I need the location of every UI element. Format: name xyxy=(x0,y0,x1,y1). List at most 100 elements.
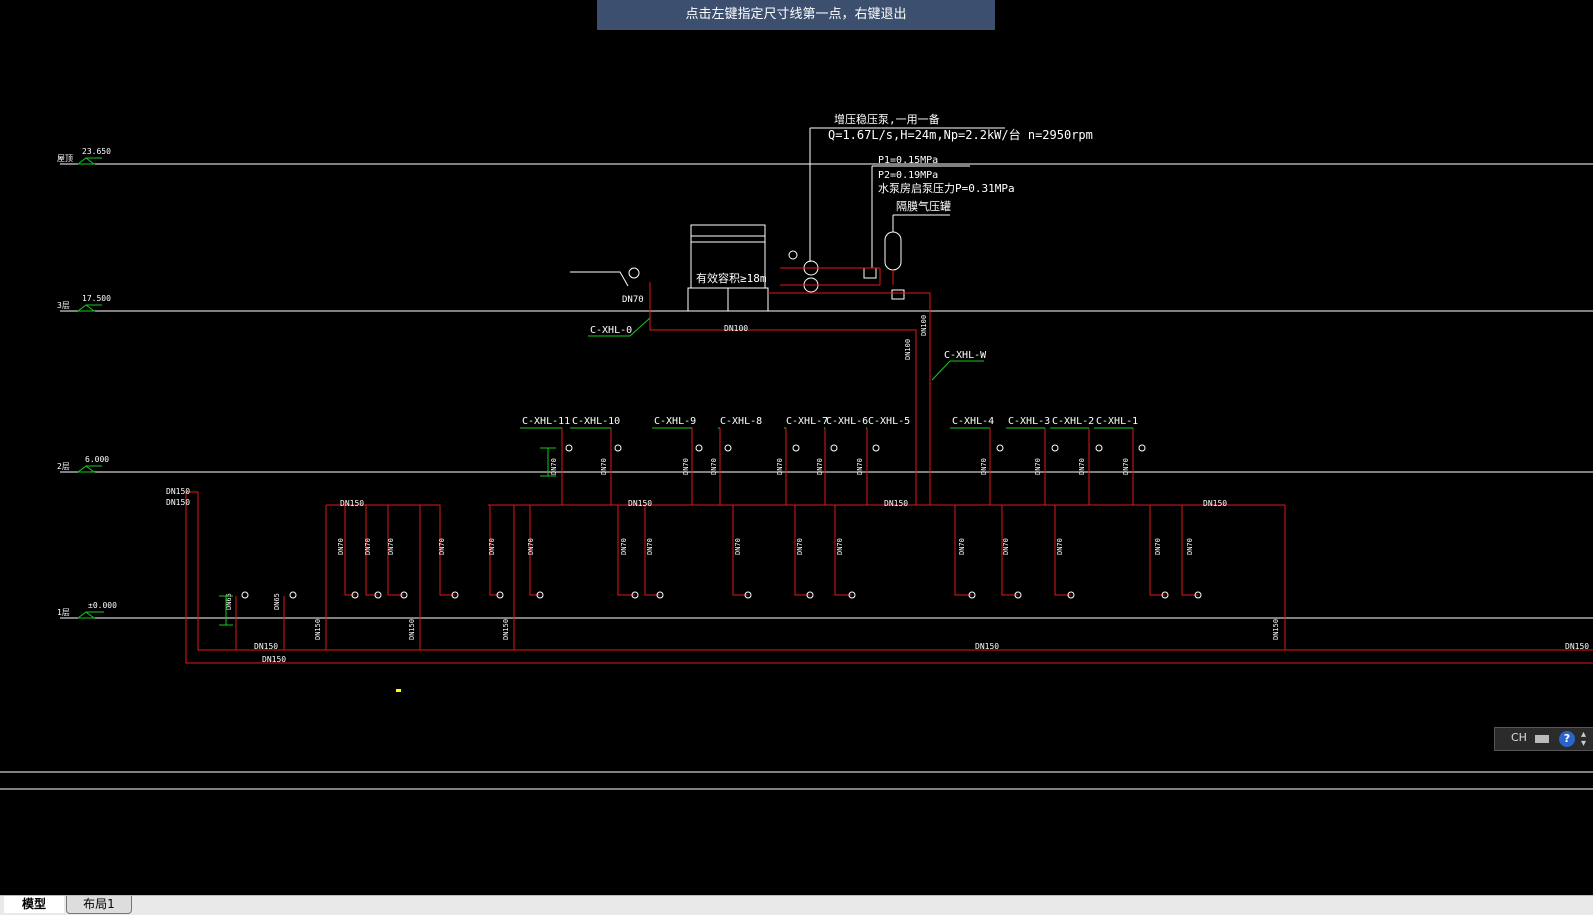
help-icon[interactable]: ? xyxy=(1559,731,1575,747)
hydrant-icon xyxy=(806,591,814,599)
pipe-size-label: DN150 xyxy=(408,619,416,640)
riser-label: C-XHL-9 xyxy=(654,416,696,427)
hydrant-icon xyxy=(1051,444,1059,452)
water-tank-volume: 有效容积≥18m xyxy=(696,271,767,285)
riser-label: C-XHL-10 xyxy=(572,416,620,427)
cad-drawing[interactable]: 屋顶 23.650 3层 17.500 2层 6.000 1层 ±0.000 增… xyxy=(0,0,1593,895)
hydrant-icon xyxy=(996,444,1004,452)
dn150-mid-label: DN150 xyxy=(628,499,652,508)
language-indicator[interactable]: CH xyxy=(1511,731,1527,744)
pipe-size-label: DN150 xyxy=(314,619,322,640)
pipe-size-label: DN70 xyxy=(438,538,446,555)
hydrant-icon xyxy=(631,591,639,599)
hydrant-icon xyxy=(1067,591,1075,599)
floor-elev-2: 6.000 xyxy=(85,455,109,464)
hydrant-icon xyxy=(830,444,838,452)
hydrant-icon xyxy=(1194,591,1202,599)
hydrant-icon xyxy=(744,591,752,599)
pressure-p1: P1=0.15MPa xyxy=(878,155,938,166)
hydrant-icon xyxy=(374,591,382,599)
pipe-size-label: DN70 xyxy=(682,458,690,475)
command-prompt: 点击左键指定尺寸线第一点，右键退出 xyxy=(597,0,995,30)
tab-layout1[interactable]: 布局1 xyxy=(66,896,132,914)
hydrant-icon xyxy=(351,591,359,599)
cursor-marker xyxy=(396,689,401,692)
dn150-bottom-4: DN150 xyxy=(1565,642,1589,651)
floor-name-1: 1层 xyxy=(57,608,70,617)
hydrant-icon xyxy=(496,591,504,599)
riser-label: C-XHL-1 xyxy=(1096,416,1138,427)
keyboard-icon[interactable] xyxy=(1535,735,1549,743)
pipe-network xyxy=(185,267,1593,664)
pipe-size-label: DN150 xyxy=(1272,619,1280,640)
dn150-left-label: DN150 xyxy=(340,499,364,508)
pipe-size-label: DN70 xyxy=(527,538,535,555)
floor-name-2: 2层 xyxy=(57,462,70,471)
pump-group xyxy=(628,250,905,300)
riser-label: C-XHL-8 xyxy=(720,416,762,427)
pipe-size-label: DN70 xyxy=(710,458,718,475)
hydrant-icon xyxy=(1138,444,1146,452)
floor-elev-3: 17.500 xyxy=(82,294,111,303)
pressure-p2: P2=0.19MPa xyxy=(878,170,938,181)
pipe-size-label: DN65 xyxy=(273,593,281,610)
pipe-size-label: DN70 xyxy=(1002,538,1010,555)
floor-elev-1: ±0.000 xyxy=(88,601,117,610)
c-xhl-w-label: C-XHL-W xyxy=(944,350,987,361)
pipe-size-label: DN70 xyxy=(816,458,824,475)
pipe-size-label: DN100 xyxy=(920,315,928,336)
pipe-size-label: DN70 xyxy=(856,458,864,475)
hydrant-icon xyxy=(792,444,800,452)
dn70-tank-label: DN70 xyxy=(622,295,644,305)
hydrant-icon xyxy=(695,444,703,452)
hydrant-icon xyxy=(724,444,732,452)
dn150-bottom-3: DN150 xyxy=(975,642,999,651)
dn150-center-label: DN150 xyxy=(884,499,908,508)
chevron-down-icon[interactable]: ▴▾ xyxy=(1581,729,1587,749)
c-xhl-0-label: C-XHL-0 xyxy=(590,325,632,336)
pipe-size-label: DN70 xyxy=(488,538,496,555)
pipe-size-label: DN70 xyxy=(364,538,372,555)
hydrant-icon xyxy=(565,444,573,452)
pipe-size-label: DN70 xyxy=(796,538,804,555)
riser-label: C-XHL-6 xyxy=(826,416,868,427)
pump-start-pressure: 水泵房启泵压力P=0.31MPa xyxy=(878,182,1015,195)
riser-label: C-XHL-5 xyxy=(868,416,910,427)
hydrant-icon xyxy=(968,591,976,599)
pipe-size-label: DN70 xyxy=(1154,538,1162,555)
pipe-size-label: DN70 xyxy=(980,458,988,475)
riser-label: C-XHL-11 xyxy=(522,416,570,427)
input-method-widget[interactable]: CH ? ▴▾ xyxy=(1494,727,1593,751)
pipe-size-label: DN70 xyxy=(958,538,966,555)
hydrant-icon xyxy=(241,591,249,599)
layout-tab-bar: 模型 布局1 xyxy=(0,895,1593,915)
pressure-tank xyxy=(884,231,902,271)
hydrant-icon xyxy=(656,591,664,599)
pipe-size-label: DN70 xyxy=(1034,458,1042,475)
dn150-inlet-1: DN150 xyxy=(166,487,190,496)
floor-lines xyxy=(0,163,1593,790)
hydrant-icon xyxy=(536,591,544,599)
pipe-size-label: DN70 xyxy=(776,458,784,475)
pipe-size-label: DN70 xyxy=(620,538,628,555)
c-xhl-0-leader xyxy=(219,317,984,626)
pipe-size-label: DN70 xyxy=(734,538,742,555)
pipe-size-label: DN70 xyxy=(337,538,345,555)
dn150-bottom-2: DN150 xyxy=(262,655,286,664)
hydrant-icon xyxy=(1095,444,1103,452)
tab-model[interactable]: 模型 xyxy=(4,896,64,913)
dn150-inlet-2: DN150 xyxy=(166,498,190,507)
pipe-size-label: DN65 xyxy=(225,593,233,610)
pump-note-spec: Q=1.67L/s,H=24m,Np=2.2kW/台 n=2950rpm xyxy=(828,127,1093,142)
drawing-canvas[interactable]: 屋顶 23.650 3层 17.500 2层 6.000 1层 ±0.000 增… xyxy=(0,0,1593,895)
hydrant-icon xyxy=(451,591,459,599)
pressure-tank-label: 隔膜气压罐 xyxy=(896,199,951,213)
dn150-bottom-1: DN150 xyxy=(254,642,278,651)
pipe-size-label: DN70 xyxy=(1186,538,1194,555)
pipe-size-label: DN70 xyxy=(1056,538,1064,555)
floor-name-roof: 屋顶 xyxy=(57,154,73,163)
pipe-size-label: DN70 xyxy=(1122,458,1130,475)
water-tank xyxy=(687,224,769,312)
hydrant-icon xyxy=(400,591,408,599)
riser-label: C-XHL-2 xyxy=(1052,416,1094,427)
